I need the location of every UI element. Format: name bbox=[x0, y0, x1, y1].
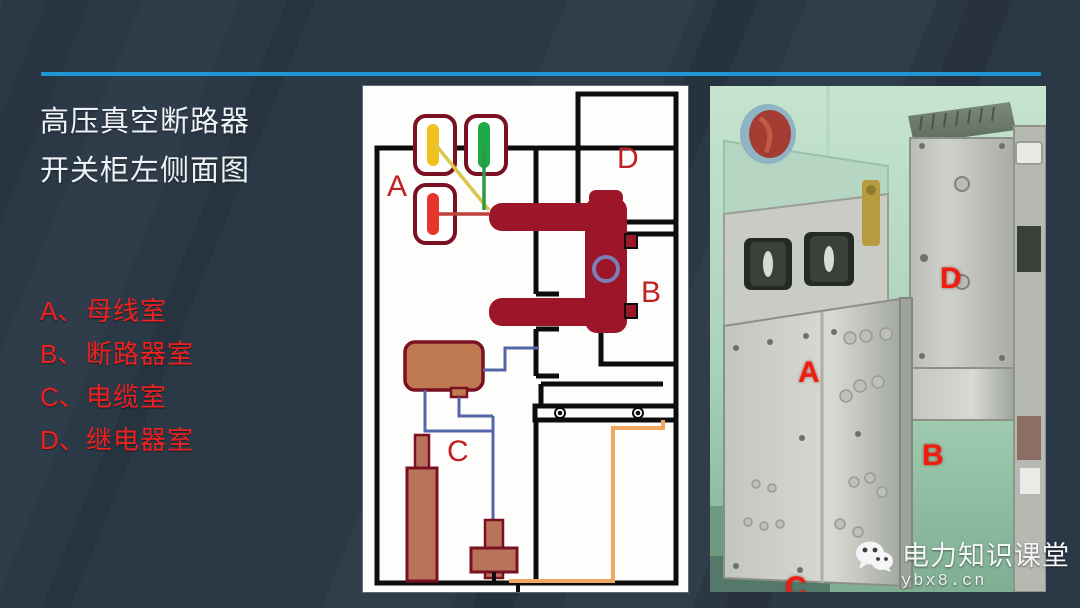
page-title-line-2: 开关柜左侧面图 bbox=[40, 155, 251, 187]
door-fasteners bbox=[743, 327, 893, 538]
legend: A、 母线室 B、 断路器室 C、 电缆室 D、 继电器室 bbox=[40, 290, 340, 462]
chassis-rail bbox=[532, 403, 679, 423]
instrument-panel bbox=[1017, 416, 1041, 460]
photo-label-d: D bbox=[940, 262, 962, 295]
legend-label-c: 电缆室 bbox=[86, 382, 168, 412]
current-transformer-stub bbox=[449, 386, 469, 399]
photo-label-a: A bbox=[798, 356, 820, 389]
legend-key-d: D、 bbox=[40, 425, 85, 455]
door-hinge-column bbox=[899, 297, 913, 589]
relay-cabinet-top bbox=[908, 102, 1016, 144]
legend-key-a: A、 bbox=[40, 296, 84, 326]
breaker-indicator-ring bbox=[592, 255, 620, 283]
busbar-conductor-green bbox=[478, 122, 490, 168]
breaker-main-body bbox=[585, 198, 627, 333]
switchgear-photograph: A B C D bbox=[710, 86, 1046, 592]
watermark: 电力知识课堂 ybx8.cn bbox=[855, 540, 1070, 591]
wechat-icon bbox=[856, 541, 893, 572]
terminal-label bbox=[1020, 468, 1040, 494]
busbar-conductor-red bbox=[427, 193, 439, 235]
legend-key-b: B、 bbox=[40, 339, 84, 369]
wire-ct-to-breaker bbox=[483, 346, 539, 372]
current-transformer bbox=[403, 340, 485, 392]
instrument-window bbox=[1017, 226, 1041, 272]
diagram-labels: A B C D bbox=[387, 142, 661, 468]
wire-ct-down bbox=[423, 390, 493, 433]
chassis-wheels bbox=[554, 407, 644, 419]
lead-yellow bbox=[433, 142, 491, 212]
switchgear-photo-render bbox=[710, 86, 1046, 592]
legend-label-a: 母线室 bbox=[86, 296, 168, 326]
auxiliary-wire bbox=[509, 420, 665, 583]
busbar-conductor-yellow bbox=[427, 124, 439, 166]
page-title-line-1: 高压真空断路器 bbox=[40, 106, 251, 138]
nameplate bbox=[1015, 141, 1043, 165]
breaker-contacts bbox=[624, 233, 638, 319]
control-wiring bbox=[423, 346, 539, 520]
diagram-label-c: C bbox=[447, 435, 469, 468]
cable-left-upper bbox=[413, 433, 431, 471]
legend-item-d: D、 继电器室 bbox=[40, 419, 340, 462]
relay-cabinet-lower bbox=[909, 367, 1015, 421]
breaker-lower-arm bbox=[489, 298, 599, 326]
page-title: 高压真空断路器 开关柜左侧面图 bbox=[40, 98, 340, 196]
wire-ct-stub-down bbox=[457, 397, 493, 418]
watermark-url: ybx8.cn bbox=[901, 572, 987, 591]
legend-item-a: A、 母线室 bbox=[40, 290, 340, 333]
relay-cabinet-louvres bbox=[919, 106, 995, 131]
photo-label-c: C bbox=[785, 571, 807, 593]
legend-item-c: C、 电缆室 bbox=[40, 376, 340, 419]
cable-left-body bbox=[405, 466, 439, 583]
relay-cabinet-door bbox=[909, 137, 1015, 369]
diagram-label-b: B bbox=[641, 276, 661, 309]
relay-cabinet-screws bbox=[919, 143, 1005, 361]
vacuum-circuit-breaker bbox=[489, 190, 627, 333]
adjacent-cabinet bbox=[1013, 125, 1046, 592]
photo-label-b: B bbox=[922, 439, 944, 472]
door-screws bbox=[733, 329, 861, 573]
switchgear-diagram-panel: A B C D bbox=[363, 86, 688, 592]
breaker-upper-arm bbox=[489, 203, 599, 231]
legend-label-d: 继电器室 bbox=[86, 425, 195, 455]
busbar-leads bbox=[433, 142, 491, 216]
power-cables bbox=[405, 433, 519, 583]
breaker-top-cap bbox=[589, 190, 623, 206]
accent-rule bbox=[41, 72, 1041, 76]
legend-item-b: B、 断路器室 bbox=[40, 333, 340, 376]
duct-opening-highlight bbox=[758, 116, 773, 154]
legend-key-c: C、 bbox=[40, 382, 85, 412]
diagram-label-d: D bbox=[617, 142, 639, 175]
cable-right-base bbox=[469, 546, 519, 574]
legend-label-b: 断路器室 bbox=[86, 339, 195, 369]
diagram-label-a: A bbox=[387, 170, 407, 203]
earthing-lug bbox=[862, 180, 880, 246]
watermark-text: 电力知识课堂 bbox=[902, 541, 1070, 571]
switchgear-diagram: A B C D bbox=[374, 91, 679, 592]
busbar-insulators bbox=[413, 114, 508, 245]
